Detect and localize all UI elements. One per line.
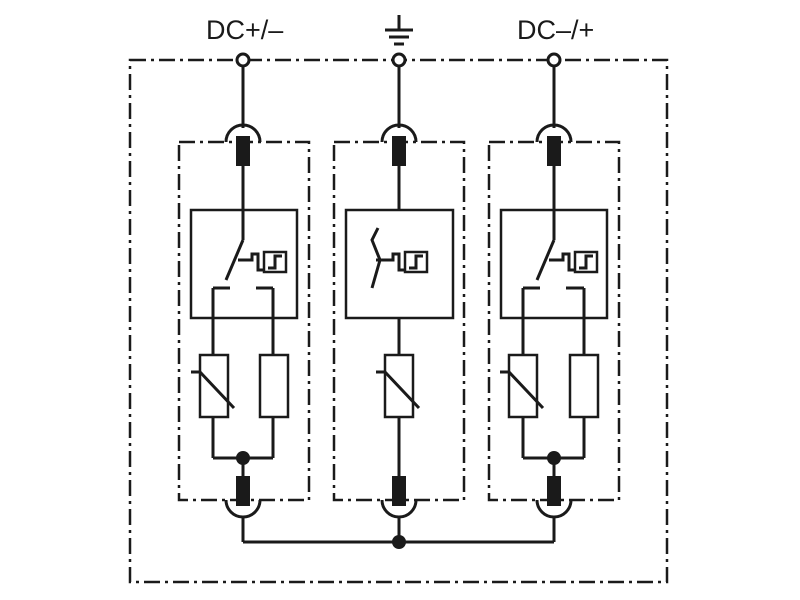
- thermal-disconnector-icon: [370, 227, 429, 289]
- center-protection-module: [344, 66, 455, 519]
- fuse-icon: [236, 476, 250, 506]
- terminal-ground: [391, 52, 407, 68]
- varistor-icon: [191, 353, 236, 419]
- fuse-icon: [392, 476, 406, 506]
- varistor-icon: [500, 353, 545, 419]
- thermal-disconnector-box: [189, 208, 299, 320]
- spark-gap-icon: [568, 353, 600, 419]
- terminal-label-dc-plus-minus: DC+/–: [206, 15, 284, 45]
- left-protection-module: [189, 66, 299, 519]
- thermal-disconnector-icon: [523, 239, 599, 290]
- fuse-icon: [236, 136, 250, 166]
- fuse-icon: [547, 476, 561, 506]
- fuse-icon: [547, 136, 561, 166]
- terminal-label-dc-minus-plus: DC–/+: [517, 15, 595, 45]
- fuse-icon: [392, 136, 406, 166]
- thermal-disconnector-icon: [213, 239, 288, 290]
- ground-icon: [385, 15, 413, 46]
- terminal-dc-minus-plus: [546, 52, 562, 68]
- common-bus: [241, 517, 556, 549]
- thermal-disconnector-box: [499, 208, 609, 320]
- spark-gap-icon: [258, 353, 290, 419]
- varistor-icon: [376, 353, 421, 419]
- terminal-dc-plus-minus: [235, 52, 251, 68]
- right-protection-module: [499, 66, 609, 519]
